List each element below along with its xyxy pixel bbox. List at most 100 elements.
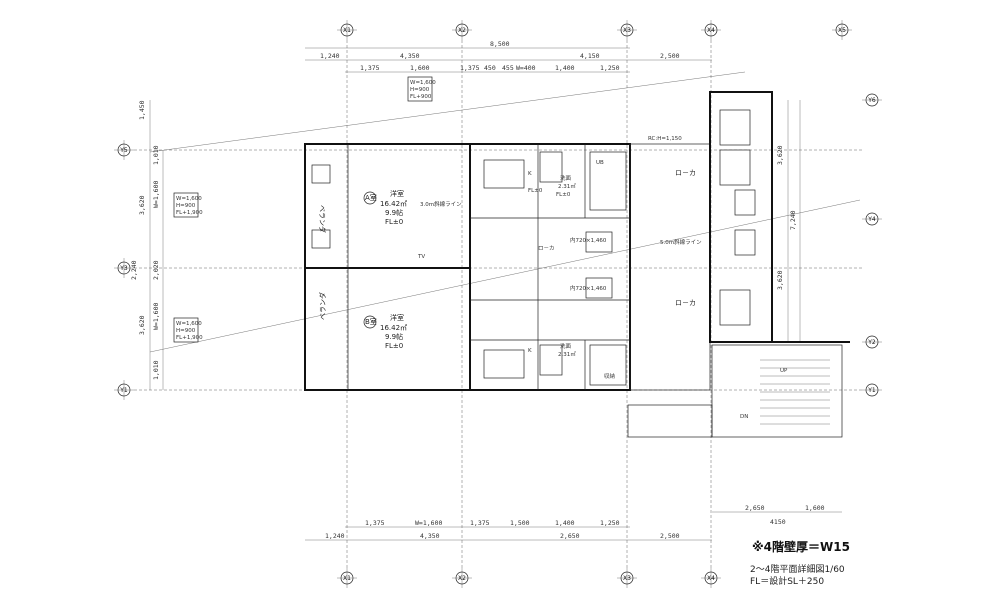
svg-text:Y3: Y3 — [119, 265, 128, 272]
svg-text:Y4: Y4 — [867, 216, 876, 223]
veranda-a-label: ベランダ — [318, 205, 327, 233]
axis-y3-left: Y3 — [114, 258, 134, 278]
svg-text:1,600: 1,600 — [410, 64, 430, 72]
drawing-title: 2～4階平面詳細図1/60 — [750, 563, 845, 575]
svg-text:8,500: 8,500 — [490, 40, 510, 48]
svg-text:1,500: 1,500 — [510, 519, 530, 527]
axis-x1-bottom: X1 — [337, 568, 357, 588]
grid-lines — [134, 40, 862, 568]
svg-text:Y5: Y5 — [119, 147, 128, 154]
axis-x4-bottom: X4 — [701, 568, 721, 588]
corridor-label-top: ロ－カ — [675, 169, 696, 177]
wall-thickness-note: ※4階壁厚＝W15 — [752, 539, 850, 554]
svg-text:455: 455 — [502, 64, 514, 72]
svg-text:2,500: 2,500 — [660, 52, 680, 60]
room-b-name: 洋室 — [390, 313, 404, 322]
svg-text:7,240: 7,240 — [789, 210, 797, 230]
svg-text:W=400: W=400 — [516, 64, 536, 72]
svg-text:4150: 4150 — [770, 518, 786, 526]
kitchen-counter-a — [483, 159, 525, 189]
svg-text:Y6: Y6 — [867, 97, 876, 104]
room-tag-a — [363, 191, 377, 205]
svg-text:1,010: 1,010 — [152, 145, 160, 165]
svg-text:X4: X4 — [707, 27, 715, 34]
slope-line-5m: 5.0m斜線ライン — [660, 238, 702, 246]
svg-text:1,375: 1,375 — [470, 519, 490, 527]
unit-bath-b — [589, 344, 627, 386]
toilet-a — [585, 231, 613, 253]
axis-y6-right: Y6 — [862, 93, 882, 107]
svg-text:2,650: 2,650 — [560, 532, 580, 540]
axis-x4-top: X4 — [701, 20, 721, 40]
svg-text:1,250: 1,250 — [600, 64, 620, 72]
axis-x3-bottom: X3 — [617, 568, 637, 588]
tv-label: TV — [417, 254, 425, 260]
core-fixture-1 — [719, 109, 751, 146]
svg-text:1,010: 1,010 — [152, 360, 160, 380]
floor-level-note: FL＝設計SL＋250 — [750, 575, 824, 587]
annotations: RC:H=1,150 3.0m斜線ライン 5.0m斜線ライン 内720×1,46… — [420, 136, 702, 292]
title-block: ※4階壁厚＝W15 2～4階平面詳細図1/60 FL＝設計SL＋250 — [750, 539, 850, 587]
axis-y1-left: Y1 — [114, 380, 134, 400]
wash-a-area: 2.31㎡ — [558, 182, 576, 190]
kitchen-fl: FL±0 — [528, 188, 543, 194]
svg-text:W=1,600: W=1,600 — [415, 519, 442, 527]
washbasin-a — [539, 151, 563, 183]
axis-markers: X1 X2 X3 X4 X5 X1 X2 X3 — [114, 20, 882, 588]
room-a-name: 洋室 — [390, 189, 404, 198]
svg-text:1,375: 1,375 — [360, 64, 380, 72]
svg-text:X5: X5 — [838, 27, 846, 34]
corridor-label-main: ロ－カ — [675, 299, 696, 307]
right-dimensions: 3,620 7,240 3,620 — [776, 100, 801, 342]
svg-text:X4: X4 — [707, 575, 715, 582]
core-fixture-3 — [734, 189, 756, 216]
unit-bath-a — [589, 151, 627, 211]
stair-dn-label: DN — [740, 414, 748, 420]
svg-text:W=1,600: W=1,600 — [152, 303, 160, 330]
svg-text:X2: X2 — [458, 27, 466, 34]
svg-text:H=900: H=900 — [176, 328, 196, 334]
axis-y1-right: Y1 — [862, 383, 882, 397]
svg-text:FL+900: FL+900 — [410, 94, 432, 100]
svg-text:FL+1,900: FL+1,900 — [176, 210, 203, 216]
svg-text:Y2: Y2 — [867, 339, 876, 346]
ub-a-label: UB — [596, 160, 604, 166]
wash-b-area: 2.31㎡ — [558, 350, 576, 358]
room-a-unit: A室 — [365, 193, 377, 202]
building-walls — [304, 91, 850, 438]
storage-b-label: 収納 — [604, 372, 616, 380]
svg-text:4,150: 4,150 — [580, 52, 600, 60]
veranda-b-label: ベランダ — [318, 292, 327, 320]
toilet-b — [585, 277, 613, 299]
room-b-tatami: 9.9帖 — [385, 332, 403, 341]
room-b-unit: B室 — [365, 317, 377, 326]
svg-text:2,020: 2,020 — [152, 260, 160, 280]
svg-text:3,620: 3,620 — [138, 195, 146, 215]
svg-text:4,350: 4,350 — [420, 532, 440, 540]
svg-text:Y1: Y1 — [119, 387, 128, 394]
stair-treads — [760, 359, 830, 425]
svg-text:2,500: 2,500 — [660, 532, 680, 540]
svg-text:H=900: H=900 — [410, 87, 430, 93]
window-specs: W=1,600 H=900 FL+900 W=1,600 H=900 FL+1,… — [173, 76, 436, 343]
rc-height: RC:H=1,150 — [648, 136, 682, 142]
door-spec-b: 内720×1,460 — [570, 284, 607, 292]
svg-text:1,375: 1,375 — [460, 64, 480, 72]
svg-text:3,620: 3,620 — [776, 270, 784, 290]
kitchen-counter-b — [483, 349, 525, 379]
svg-text:X3: X3 — [623, 27, 631, 34]
svg-text:Y1: Y1 — [867, 387, 876, 394]
room-labels: A室 洋室 16.42㎡ 9.9帖 FL±0 B室 洋室 16.42㎡ 9.9帖… — [318, 160, 788, 420]
svg-text:2,650: 2,650 — [745, 504, 765, 512]
room-a-tatami: 9.9帖 — [385, 208, 403, 217]
stair-up-label: UP — [780, 368, 788, 374]
svg-text:1,375: 1,375 — [365, 519, 385, 527]
svg-text:1,400: 1,400 — [555, 64, 575, 72]
room-b-fl: FL±0 — [385, 342, 403, 350]
washbasin-b — [539, 344, 563, 376]
fixtures — [311, 109, 830, 425]
core-fixture-2 — [719, 149, 751, 186]
room-tag-b — [363, 315, 377, 329]
axis-x2-bottom: X2 — [452, 568, 472, 588]
svg-text:X1: X1 — [343, 27, 351, 34]
